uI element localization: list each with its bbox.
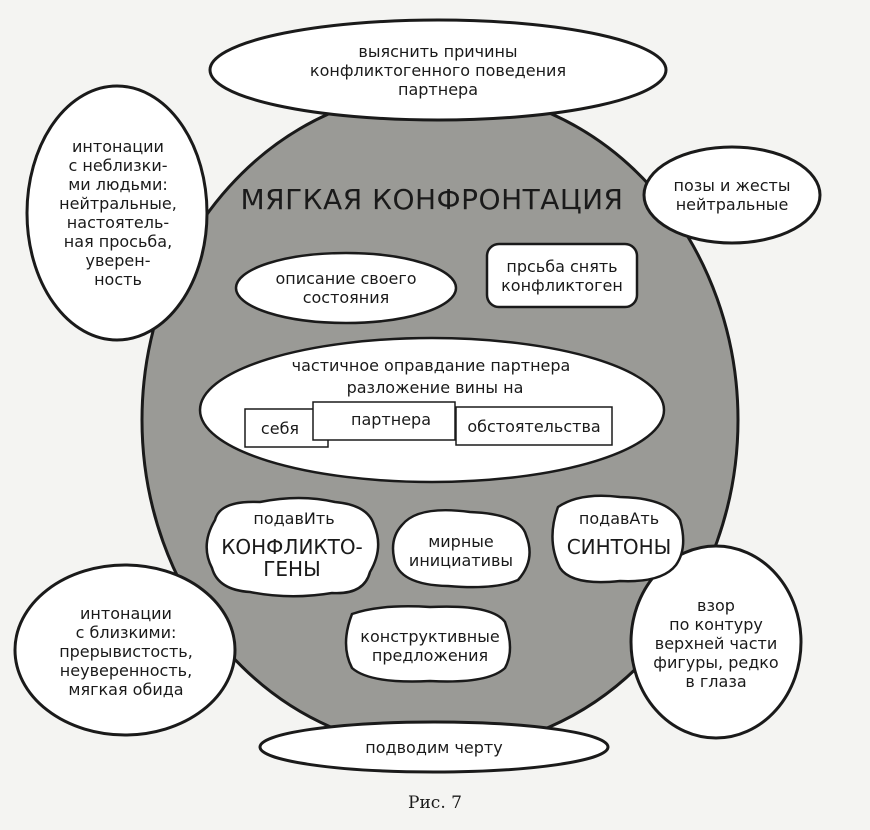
blame-self-text: себя: [260, 418, 300, 438]
give-big-text: СИНТОНЫ: [566, 535, 672, 559]
constructive-blob: [344, 605, 512, 683]
left-top-note-text: интонации с неблизки- ми людьми: нейтрал…: [59, 137, 177, 289]
suppress-big-text: КОНФЛИКТО- ГЕНЫ: [221, 535, 363, 581]
request-remove-text: прсьба снять конфликтоген: [501, 257, 623, 295]
left-bottom-bubble: [13, 563, 237, 737]
give-blob: [551, 494, 685, 584]
right-top-note-text: позы и жесты нейтральные: [673, 176, 791, 214]
peace-initiatives-text: мирные инициативы: [408, 532, 514, 570]
blame-split-label: разложение вины на: [346, 377, 524, 397]
left-top-bubble: [25, 84, 209, 342]
blame-partner-box: [312, 401, 456, 441]
partial-justification-text: частичное оправдание партнера: [291, 355, 571, 375]
peace-blob: [391, 508, 531, 589]
right-top-bubble: [642, 145, 822, 245]
suppress-blob: [205, 496, 380, 598]
top-goal-text: выяснить причины конфликтогенного поведе…: [309, 41, 567, 99]
diagram-title: МЯГКАЯ КОНФРОНТАЦИЯ: [240, 183, 624, 216]
blame-circumstances-box: [455, 406, 613, 446]
give-small-text: подавАть: [578, 508, 660, 528]
request-remove-box: [485, 242, 639, 309]
left-bottom-note-text: интонации с близкими: прерывистость, неу…: [59, 603, 193, 699]
describe-state-text: описание своего состояния: [275, 269, 417, 307]
blame-partner-text: партнера: [350, 409, 431, 429]
constructive-text: конструктивные предложения: [360, 627, 500, 665]
bottom-conclusion-bubble: [258, 720, 610, 774]
blame-circumstances-text: обстоятельства: [467, 416, 601, 436]
describe-state-bubble: [234, 251, 458, 325]
right-bottom-bubble: [629, 544, 803, 740]
suppress-small-text: подавИть: [253, 508, 335, 528]
figure-caption: Рис. 7: [408, 792, 462, 813]
top-goal-bubble: [208, 18, 668, 122]
right-bottom-note-text: взор по контуру верхней части фигуры, ре…: [653, 595, 779, 691]
bottom-conclusion-text: подводим черту: [365, 737, 503, 757]
